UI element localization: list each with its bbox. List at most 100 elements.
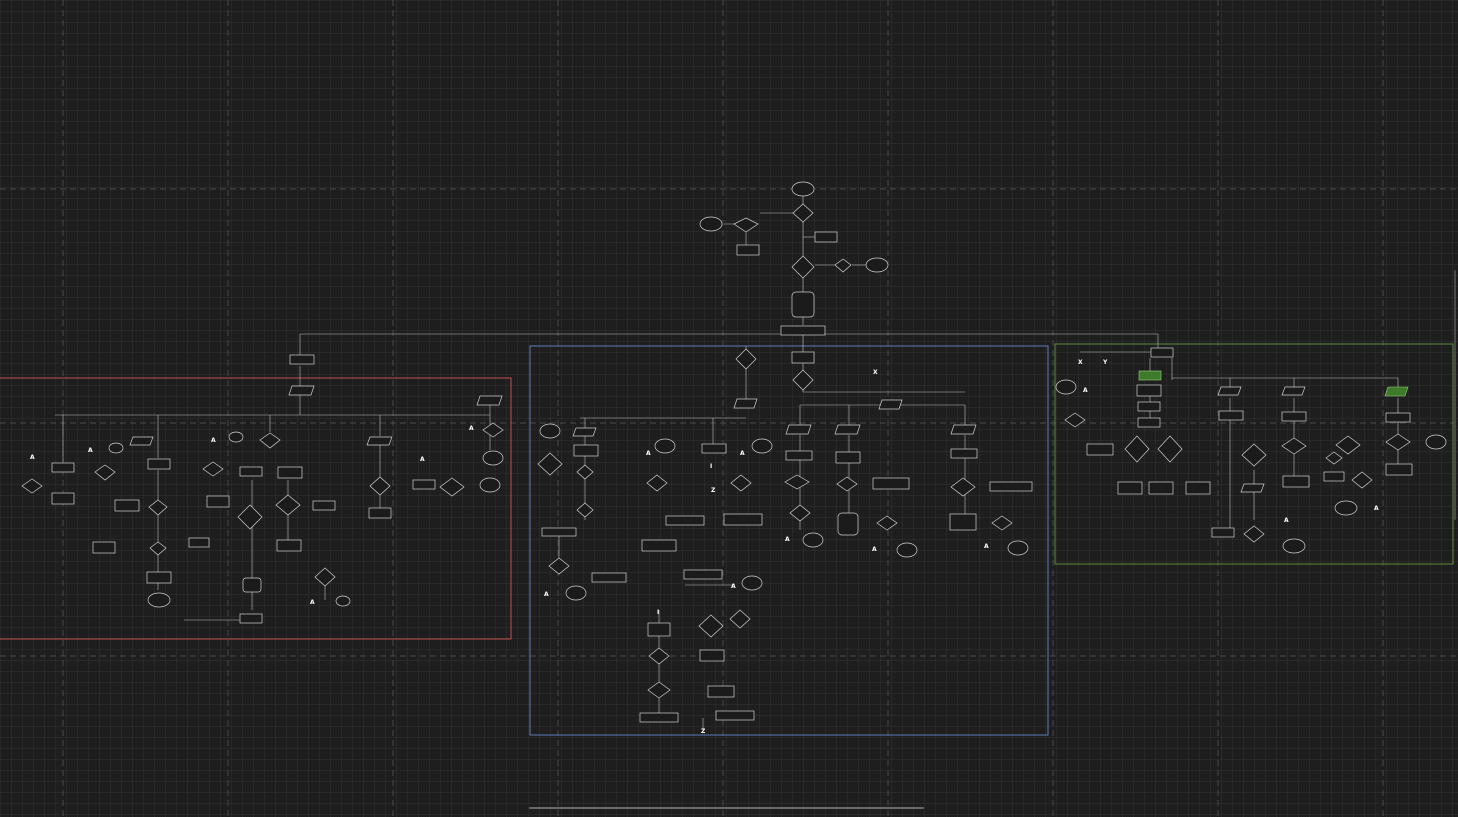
end-node[interactable] <box>741 575 763 591</box>
decision-node[interactable] <box>792 369 814 391</box>
process-node[interactable] <box>1117 481 1143 495</box>
end-node[interactable] <box>1334 500 1358 516</box>
io-node[interactable] <box>733 398 758 409</box>
io-node[interactable] <box>834 424 861 435</box>
process-node[interactable] <box>736 244 760 256</box>
decision-node[interactable] <box>548 557 570 575</box>
decision-node[interactable] <box>1157 435 1183 463</box>
decision-node[interactable] <box>791 255 815 279</box>
process-node[interactable] <box>1281 411 1307 422</box>
process-node[interactable] <box>665 515 705 526</box>
process-node[interactable] <box>276 539 302 552</box>
process-node[interactable] <box>51 462 75 473</box>
io-node[interactable] <box>1281 386 1306 396</box>
database-node[interactable] <box>791 291 815 318</box>
process-node[interactable] <box>699 649 725 662</box>
process-node[interactable] <box>707 685 735 698</box>
decision-node[interactable] <box>836 476 858 492</box>
io-node[interactable] <box>1240 483 1265 493</box>
process-node[interactable] <box>647 622 671 637</box>
end-node[interactable] <box>1055 379 1077 395</box>
process-node[interactable] <box>368 507 392 519</box>
end-node[interactable] <box>108 442 124 454</box>
end-node[interactable] <box>1007 540 1029 556</box>
horizontal-scrollbar[interactable] <box>529 807 924 809</box>
process-node[interactable] <box>641 539 677 552</box>
process-node[interactable] <box>814 231 838 243</box>
process-node[interactable] <box>188 537 210 548</box>
end-node[interactable] <box>539 423 561 439</box>
process-node[interactable] <box>701 443 727 454</box>
decision-node[interactable] <box>314 567 336 587</box>
process-node[interactable] <box>872 477 910 490</box>
left-group-nodes[interactable] <box>21 395 504 624</box>
decision-node[interactable] <box>1064 412 1086 428</box>
process-node[interactable] <box>723 513 763 526</box>
decision-node[interactable] <box>730 474 752 492</box>
decision-node[interactable] <box>733 217 759 233</box>
decision-node[interactable] <box>1281 437 1307 455</box>
decision-node[interactable] <box>537 452 563 476</box>
process-node[interactable] <box>114 499 140 512</box>
io-node[interactable] <box>572 427 597 437</box>
top-flow[interactable] <box>288 181 1159 396</box>
io-node[interactable] <box>785 424 812 435</box>
decision-node[interactable] <box>148 499 168 516</box>
process-node[interactable] <box>989 481 1033 492</box>
process-node[interactable] <box>950 448 978 459</box>
end-node[interactable] <box>699 216 723 232</box>
end-node[interactable] <box>751 438 773 454</box>
decision-node[interactable] <box>950 477 976 497</box>
end-node[interactable] <box>1282 538 1306 554</box>
end-node[interactable] <box>228 431 244 443</box>
process-node[interactable] <box>239 466 263 477</box>
io-node[interactable] <box>950 424 977 435</box>
database-node[interactable] <box>242 577 262 593</box>
process-node[interactable] <box>835 451 861 464</box>
process-node[interactable] <box>785 450 813 461</box>
process-node[interactable] <box>1385 412 1411 423</box>
database-node[interactable] <box>837 512 859 536</box>
decision-node[interactable] <box>1335 435 1361 455</box>
decision-node[interactable] <box>647 681 671 699</box>
process-node[interactable] <box>1148 481 1174 495</box>
decision-node[interactable] <box>149 541 167 556</box>
decision-node[interactable] <box>698 614 724 638</box>
decision-node[interactable] <box>439 477 465 497</box>
process-node[interactable] <box>949 513 977 531</box>
end-node[interactable] <box>654 438 676 454</box>
begin-node[interactable] <box>791 181 815 197</box>
decision-node[interactable] <box>202 461 224 477</box>
decision-node[interactable] <box>576 464 594 480</box>
process-node[interactable] <box>92 541 116 554</box>
process-node[interactable] <box>147 458 171 470</box>
decision-node[interactable] <box>369 476 391 496</box>
decision-node[interactable] <box>792 203 814 223</box>
end-node[interactable] <box>1425 434 1447 450</box>
decision-node[interactable] <box>21 478 43 494</box>
decision-node[interactable] <box>648 647 670 665</box>
process-node[interactable] <box>1136 384 1162 397</box>
decision-node[interactable] <box>482 422 504 438</box>
decision-node[interactable] <box>576 502 594 518</box>
process-node[interactable] <box>1185 481 1211 495</box>
process-node[interactable] <box>1150 347 1174 358</box>
process-node[interactable] <box>591 572 627 583</box>
process-node[interactable] <box>206 495 230 508</box>
process-node[interactable] <box>289 354 315 365</box>
decision-node[interactable] <box>729 609 751 629</box>
decision-node[interactable] <box>1241 443 1267 467</box>
end-node[interactable] <box>865 257 889 273</box>
process-node[interactable] <box>1211 527 1235 538</box>
process-node[interactable] <box>791 351 815 364</box>
right-group-frame[interactable] <box>1054 343 1454 565</box>
decision-node[interactable] <box>275 494 301 516</box>
decision-node[interactable] <box>1351 471 1373 489</box>
end-node[interactable] <box>479 477 501 493</box>
end-node[interactable] <box>147 592 171 608</box>
process-node[interactable] <box>715 710 755 721</box>
process-node[interactable] <box>239 613 263 624</box>
io-node[interactable] <box>288 385 315 396</box>
